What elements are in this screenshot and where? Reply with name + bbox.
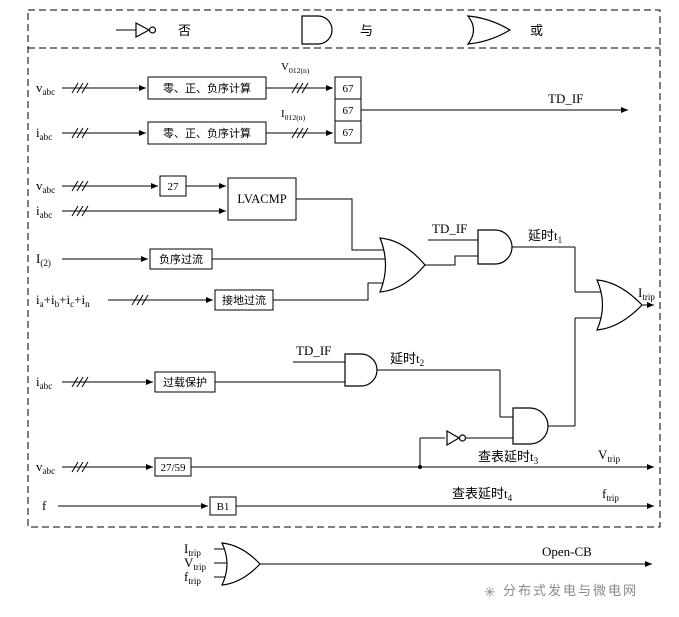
wire-label-delay-t1: 延时t1 bbox=[528, 228, 562, 245]
input-label-vtrip: Vtrip bbox=[184, 555, 206, 572]
block-67-bottom: 67 bbox=[334, 120, 362, 144]
block-label: 67 bbox=[343, 83, 355, 95]
input-label-itrip: Itrip bbox=[184, 541, 201, 558]
signal-label-iabc-1: iabc bbox=[36, 125, 52, 142]
wire-label-open-cb: Open-CB bbox=[542, 544, 592, 559]
wire-label-td-if-mid: TD_IF bbox=[432, 221, 467, 236]
block-label: LVACMP bbox=[237, 192, 286, 206]
function-blocks: 零、正、负序计算 零、正、负序计算 67 67 67 27 LVACMP 负序 bbox=[147, 76, 362, 516]
signal-label-vabc-2: vabc bbox=[36, 178, 55, 195]
gates bbox=[221, 229, 643, 586]
not-gate-block-bubble bbox=[458, 434, 467, 442]
not-gate-legend-icon bbox=[135, 21, 151, 39]
labels: vabc V012(n) iabc I012(n) TD_IF vabc iab… bbox=[36, 61, 655, 513]
block-label: 27 bbox=[168, 181, 180, 193]
wire-label-td-if-low: TD_IF bbox=[296, 343, 331, 358]
signal-label-sum-current: ia+ib+ic+in bbox=[36, 292, 90, 309]
signal-label-f: f bbox=[42, 498, 47, 513]
signal-label-i2: I(2) bbox=[36, 251, 51, 268]
block-67-middle: 67 bbox=[334, 98, 362, 122]
block-27: 27 bbox=[159, 175, 187, 197]
not-gate-legend-bubble bbox=[148, 26, 157, 34]
watermark: ✳ 分布式发电与微电网 bbox=[484, 583, 638, 601]
block-label: 27/59 bbox=[160, 462, 186, 474]
input-label-ftrip: ftrip bbox=[184, 569, 201, 586]
wire-label-v012n: V012(n) bbox=[281, 61, 310, 75]
block-seq-calc-voltage: 零、正、负序计算 bbox=[147, 76, 267, 100]
watermark-text: 分布式发电与微电网 bbox=[503, 583, 638, 598]
block-label: 负序过流 bbox=[159, 252, 203, 266]
wire-label-delay-t2: 延时t2 bbox=[390, 351, 425, 368]
and-gate-legend-icon bbox=[301, 15, 333, 45]
block-67-top: 67 bbox=[334, 76, 362, 100]
open-cb-section: Itrip Vtrip ftrip Open-CB bbox=[184, 541, 592, 586]
signal-label-iabc-2: iabc bbox=[36, 203, 52, 220]
block-label: 接地过流 bbox=[222, 293, 266, 307]
and-gate-t1 bbox=[477, 229, 513, 265]
block-ground-overcurrent: 接地过流 bbox=[214, 289, 274, 311]
wire-label-table-delay-t4: 查表延时t4 bbox=[452, 486, 513, 503]
or-gate-trip bbox=[596, 279, 643, 331]
block-lvacmp: LVACMP bbox=[227, 177, 297, 221]
block-label: 67 bbox=[343, 127, 355, 139]
block-label: 过载保护 bbox=[163, 375, 207, 389]
wire-label-table-delay-t3: 查表延时t3 bbox=[478, 449, 539, 466]
and-gate-t3 bbox=[512, 407, 549, 445]
or-gate-legend-icon bbox=[466, 15, 512, 45]
block-b1: B1 bbox=[209, 496, 237, 516]
legend-and-label: 与 bbox=[360, 23, 373, 38]
and-gate-t2 bbox=[344, 353, 378, 387]
block-neg-seq-overcurrent: 负序过流 bbox=[149, 248, 213, 270]
block-label: 零、正、负序计算 bbox=[163, 126, 251, 140]
signal-label-vabc-3: vabc bbox=[36, 459, 55, 476]
dashed-frame bbox=[27, 9, 661, 528]
legend: 否 与 或 bbox=[135, 15, 543, 45]
wire-label-td-if-top: TD_IF bbox=[548, 91, 583, 106]
block-27-59: 27/59 bbox=[154, 457, 192, 477]
wire-label-itrip: Itrip bbox=[638, 285, 655, 302]
signal-label-vabc-1: vabc bbox=[36, 80, 55, 97]
wire-label-vtrip: Vtrip bbox=[598, 447, 620, 464]
or-gate-fault bbox=[379, 237, 426, 293]
block-label: B1 bbox=[217, 501, 230, 513]
or-gate-open-cb bbox=[221, 542, 261, 586]
legend-not-label: 否 bbox=[178, 23, 191, 38]
block-label: 零、正、负序计算 bbox=[163, 81, 251, 95]
signal-label-iabc-3: iabc bbox=[36, 374, 52, 391]
block-label: 67 bbox=[343, 105, 355, 117]
watermark-snowflake-icon: ✳ bbox=[484, 586, 496, 601]
block-overload-protection: 过载保护 bbox=[154, 371, 216, 393]
wire-label-ftrip: ftrip bbox=[602, 486, 619, 503]
wire-label-i012n: I012(n) bbox=[281, 108, 306, 122]
not-gate-block bbox=[446, 429, 461, 447]
legend-or-label: 或 bbox=[530, 23, 543, 38]
block-seq-calc-current: 零、正、负序计算 bbox=[147, 121, 267, 145]
